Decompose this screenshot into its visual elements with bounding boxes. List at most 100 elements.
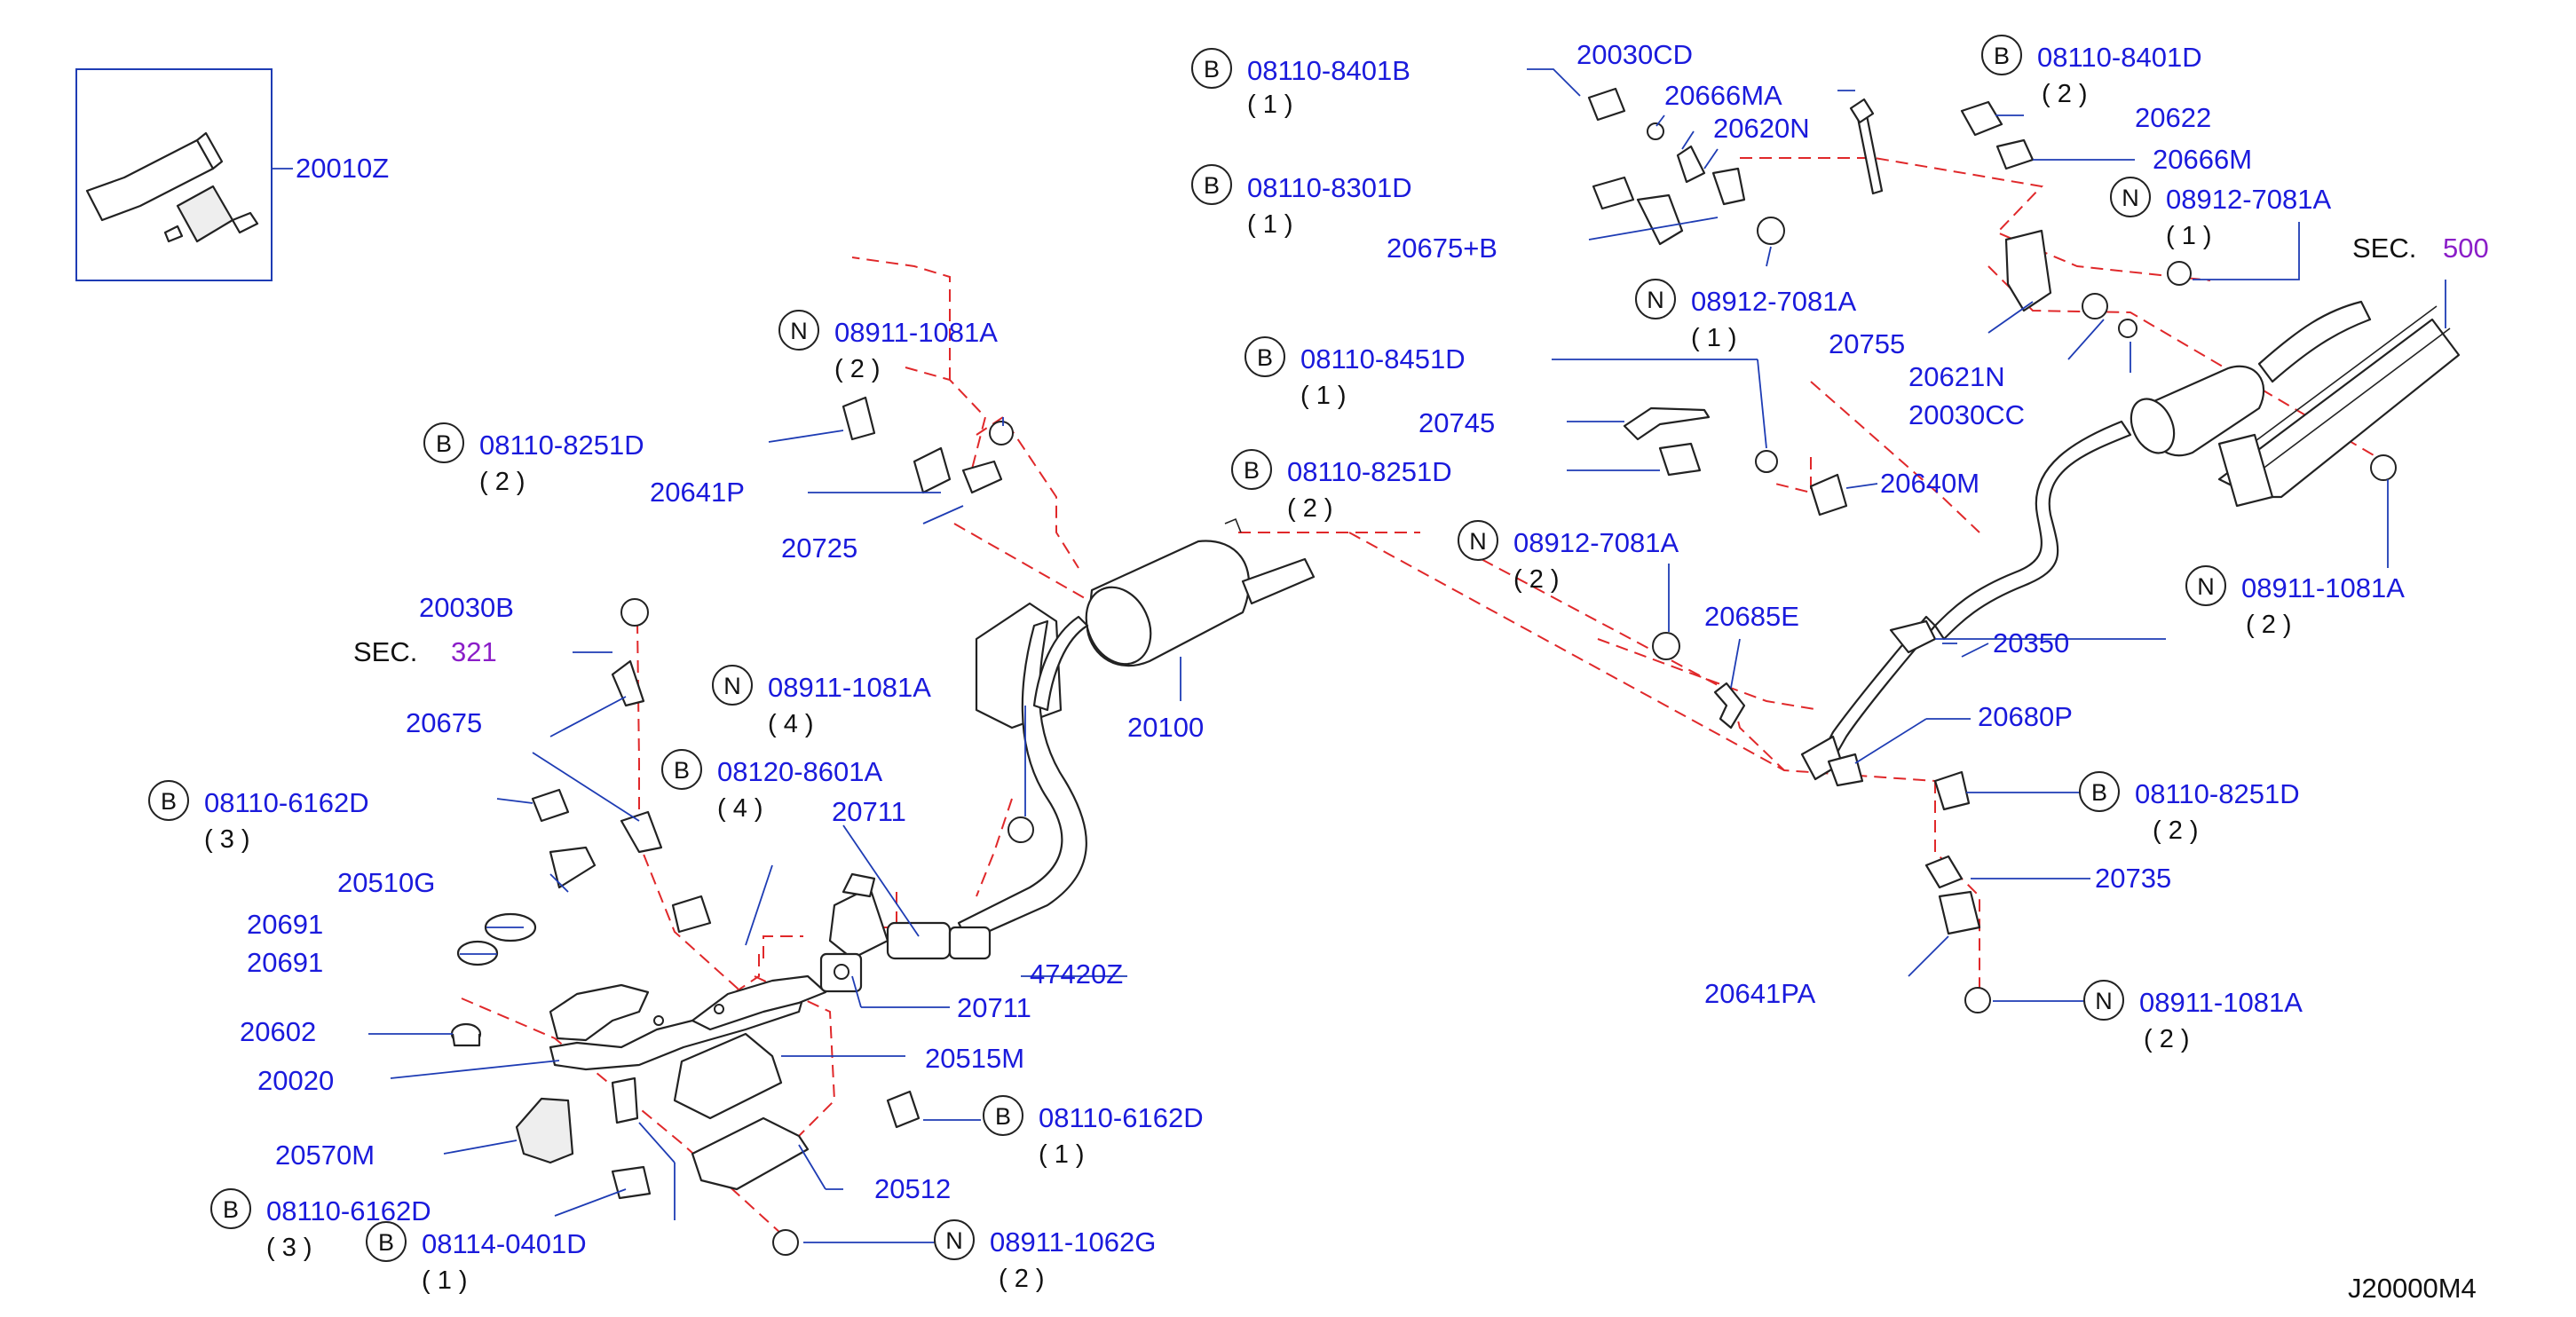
fastener-code: 08120-8601A	[717, 756, 882, 787]
badge-letter: B	[1244, 457, 1260, 484]
badge-letter: N	[790, 318, 808, 344]
fastener-code: 08110-8251D	[2135, 778, 2300, 809]
badge-letter: B	[161, 788, 177, 815]
badge-circle	[1635, 279, 1676, 319]
part-label: 20745	[1418, 407, 1495, 438]
fastener-qty: ( 1 )	[1691, 324, 1737, 352]
fastener-code: 08110-8451D	[1300, 343, 1466, 375]
badge-letter: B	[1204, 56, 1220, 83]
part-label: 20350	[1993, 627, 2069, 658]
fastener-group: 08912-7081A ( 1 )	[1691, 286, 1856, 352]
part-label: 20030CD	[1576, 39, 1693, 70]
front-hangers	[531, 396, 1991, 1256]
part-label: 20030B	[419, 592, 514, 623]
part-label: 20675	[406, 707, 482, 738]
nut-badge-icon: N	[2110, 177, 2151, 217]
body-rail	[2217, 305, 2461, 508]
badge-letter: B	[1994, 43, 2010, 69]
fastener-group: 08110-8401B( 1 )	[1247, 55, 1410, 119]
badge-letter: N	[723, 673, 741, 699]
badge-circle	[366, 1221, 407, 1262]
fastener-qty: ( 2 )	[2042, 80, 2088, 108]
nut-badge-icon: N	[1635, 279, 1676, 319]
badge-letter: B	[1204, 172, 1220, 199]
badge-letter: B	[378, 1229, 394, 1256]
fastener-code: 08110-6162D	[1039, 1102, 1204, 1133]
fastener-qty: ( 2 )	[2246, 611, 2292, 639]
fastener-code: 08110-8251D	[1287, 456, 1452, 487]
badge-circle	[1981, 35, 2022, 75]
fastener-code: 08912-7081A	[1691, 286, 1856, 317]
fastener-qty: ( 2 )	[834, 355, 881, 383]
fastener-qty: ( 1 )	[1247, 91, 1293, 119]
fastener-code: 08114-0401D	[422, 1228, 587, 1259]
part-labels: 20010Z 20030CD 20666MA 20620N 20675+B 20…	[240, 39, 2489, 1304]
part-label: 20725	[781, 532, 857, 564]
fastener-qty: ( 2 )	[2153, 816, 2199, 845]
fastener-group: 08110-8451D( 1 )	[1300, 343, 1466, 410]
bolt-badge-icon: B	[1231, 449, 1272, 490]
heat-shields	[515, 846, 810, 1191]
part-label: 20691	[247, 909, 323, 940]
bolt-badge-icon: B	[1191, 48, 1232, 89]
part-label: 20010Z	[296, 153, 389, 184]
nut-badge-icon: N	[778, 310, 819, 351]
bolt-badge-icon: B	[148, 780, 189, 821]
fastener-qty: ( 1 )	[1247, 210, 1293, 239]
fastener-code: 08911-1081A	[768, 672, 931, 703]
part-label: 20641PA	[1704, 978, 1816, 1009]
part-label: 20570M	[275, 1140, 375, 1171]
bolt-badge-icon: B	[366, 1221, 407, 1262]
badge-circle	[2079, 771, 2120, 812]
nut-badge-icon: N	[2185, 565, 2226, 606]
badge-circle	[661, 749, 702, 790]
nut-badge-icon: N	[2083, 980, 2124, 1021]
badge-circle	[1458, 520, 1498, 561]
fastener-qty: ( 4 )	[717, 794, 763, 823]
part-label: 20666MA	[1664, 80, 1782, 111]
badge-circle	[983, 1095, 1023, 1136]
bolt-badge-icon: B	[983, 1095, 1023, 1136]
fastener-qty: ( 1 )	[422, 1266, 468, 1295]
fastener-code: 08911-1081A	[2241, 572, 2405, 603]
fastener-code: 08912-7081A	[2166, 184, 2331, 215]
badge-circle	[423, 422, 464, 463]
main-muffler	[1032, 517, 1316, 712]
middle-hanger-parts	[1623, 406, 1864, 787]
part-label: 20602	[240, 1016, 316, 1047]
fastener-code: 08110-8301D	[1247, 172, 1412, 203]
bolt-badge-icon: B	[1981, 35, 2022, 75]
badge-letter: B	[436, 430, 452, 457]
fastener-group: 08110-8251D( 2 )	[479, 430, 644, 496]
fastener-group: 08110-8251D ( 2 )	[2135, 778, 2300, 845]
part-label: 20515M	[925, 1043, 1024, 1074]
sec-ref: 321	[451, 636, 497, 667]
front-tube	[450, 912, 827, 1071]
fastener-group: 08110-6162D( 3 )	[266, 1195, 431, 1262]
part-label: 20755	[1829, 328, 1905, 359]
fastener-code: 08110-6162D	[204, 787, 369, 818]
part-label: 20622	[2135, 102, 2211, 133]
fastener-qty: ( 2 )	[1287, 494, 1333, 523]
badge-letter: B	[995, 1103, 1011, 1130]
fastener-group: 08110-8301D ( 1 )	[1247, 172, 1412, 239]
fastener-qty: ( 2 )	[2144, 1025, 2190, 1053]
fastener-group: 08110-6162D( 3 )	[204, 787, 369, 854]
fastener-group: 08110-6162D( 1 )	[1039, 1102, 1204, 1169]
sec-ref: 500	[2443, 233, 2489, 264]
fastener-labels: 08110-8401B( 1 ) 08110-8401D( 2 ) 08110-…	[204, 42, 2405, 1295]
badge-letter: N	[945, 1227, 963, 1254]
part-label: 20030CC	[1908, 399, 2025, 430]
part-label: 20100	[1127, 712, 1204, 743]
bolt-badge-icon: B	[423, 422, 464, 463]
part-label: 20691	[247, 947, 323, 978]
badge-letter: N	[2095, 988, 2113, 1014]
fastener-group: 08911-1081A ( 2 )	[2241, 572, 2405, 639]
part-label: 20641P	[650, 477, 745, 508]
badge-circle	[148, 780, 189, 821]
badge-circle	[210, 1188, 251, 1229]
badge-circle	[1231, 449, 1272, 490]
